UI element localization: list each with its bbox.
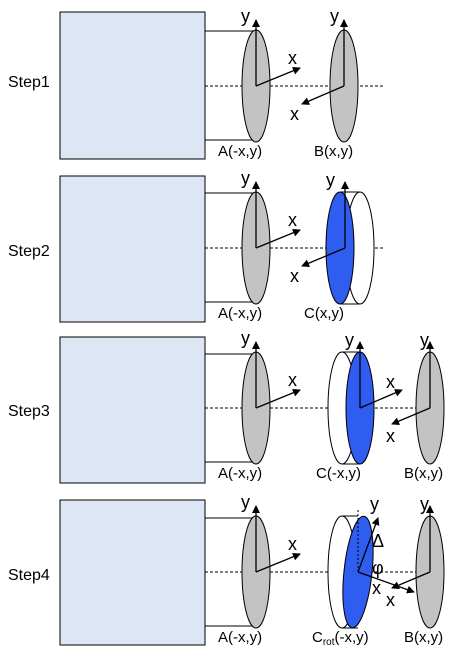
phi-label: φ <box>372 558 384 578</box>
step-4: Step4 y x A(-x,y) y Δ φ x Crot(-x,y) y x… <box>8 492 445 648</box>
y-axis-label: y <box>330 6 339 26</box>
rotated-y-axis-arrow <box>357 517 380 573</box>
point-c-rot-label: Crot(-x,y) <box>312 629 369 648</box>
x-axis-arrow <box>255 228 301 249</box>
y-axis-label: y <box>370 494 379 514</box>
source-box <box>59 11 206 160</box>
x-axis-label: x <box>288 370 297 390</box>
step-3-label: Step3 <box>8 403 50 420</box>
step-4-label: Step4 <box>8 567 50 584</box>
x-axis-arrow <box>359 389 403 409</box>
x-axis-label: x <box>290 104 299 124</box>
x-axis-label: x <box>288 210 297 230</box>
x-axis-label: x <box>386 372 395 392</box>
point-b-label: B(x,y) <box>404 465 443 482</box>
x-axis-arrow-reversed <box>301 247 346 267</box>
delta-label: Δ <box>372 531 384 551</box>
x-axis-arrow <box>255 388 301 409</box>
step-3: Step3 y x A(-x,y) y x C(-x,y) y x B(x,y) <box>8 328 445 484</box>
x-axis-label: x <box>290 266 299 286</box>
point-b-label: B(x,y) <box>314 143 353 160</box>
source-box <box>59 499 206 646</box>
y-axis-label: y <box>345 330 354 350</box>
step-1-label: Step1 <box>8 74 50 91</box>
y-axis-label: y <box>420 330 429 350</box>
x-axis-arrow-reversed <box>391 571 431 589</box>
y-axis-label: y <box>241 168 250 188</box>
rotated-x-axis-arrow <box>357 571 415 594</box>
x-axis-label: x <box>386 590 395 610</box>
y-axis-label: y <box>420 494 429 514</box>
x-axis-arrow <box>255 66 301 87</box>
point-c-label: C(x,y) <box>304 305 344 322</box>
x-axis-label: x <box>386 426 395 446</box>
x-axis-arrow <box>255 552 301 573</box>
y-axis-label: y <box>241 6 250 26</box>
step-2-label: Step2 <box>8 243 50 260</box>
point-a-label: A(-x,y) <box>218 629 262 646</box>
y-axis-label: y <box>241 492 250 512</box>
x-axis-arrow-reversed <box>301 85 345 105</box>
step-2: Step2 y x A(-x,y) y x C(x,y) <box>8 168 385 323</box>
step-1: Step1 y x A(-x,y) y x B(x,y) <box>8 6 385 160</box>
point-a-label: A(-x,y) <box>218 143 262 160</box>
x-axis-arrow-reversed <box>391 407 431 425</box>
point-b-label: B(x,y) <box>404 629 443 646</box>
x-axis-label: x <box>288 534 297 554</box>
point-c-label: C(-x,y) <box>316 465 361 482</box>
point-a-label: A(-x,y) <box>218 305 262 322</box>
disk-c <box>325 191 355 305</box>
x-axis-label: x <box>372 578 381 598</box>
source-box <box>59 175 206 323</box>
y-axis-label: y <box>326 170 335 190</box>
source-box <box>59 336 206 484</box>
x-axis-label: x <box>288 48 297 68</box>
y-axis-label: y <box>241 328 250 348</box>
point-a-label: A(-x,y) <box>218 465 262 482</box>
